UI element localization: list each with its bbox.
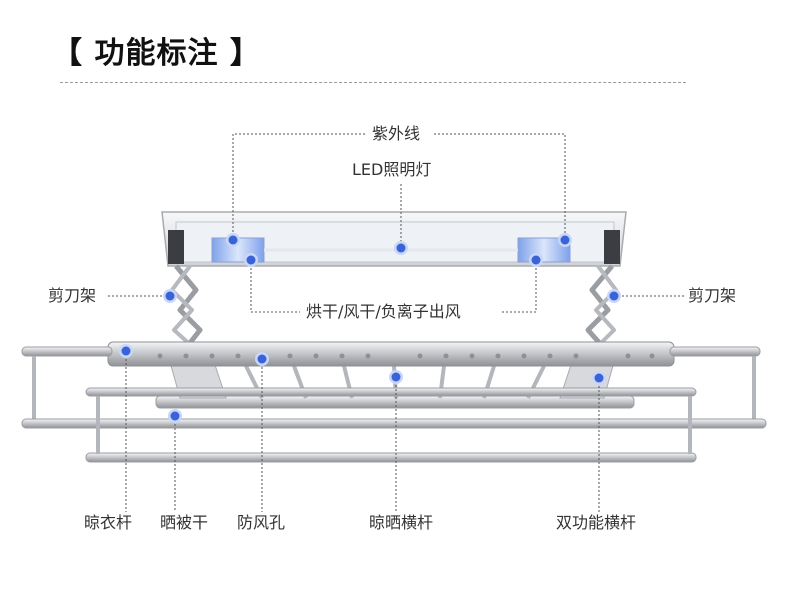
drying-crossbar-frame [155,361,635,409]
marker-quilt-rod [168,409,182,423]
marker-uv-left [226,233,240,247]
marker-uv-right [558,233,572,247]
marker-scissor-left [163,289,177,303]
marker-dual-crossbar [592,371,606,385]
marker-drying-right [529,253,543,267]
side-rods [85,387,697,463]
quilt-rod [21,418,767,429]
title-divider [60,82,686,83]
label-drying: 烘干/风干/负离子出风 [306,302,461,321]
marker-drying-left [244,253,258,267]
marker-vent-holes [255,352,269,366]
label-clothes-rod: 晾衣杆 [84,513,133,532]
dual-function-crossbar [107,341,675,367]
label-quilt-rod: 晒被干 [160,513,209,532]
label-scissor-left: 剪刀架 [48,286,97,305]
label-vent-holes: 防风孔 [237,513,286,532]
marker-led [394,241,408,255]
leader-lines [108,133,684,512]
page-title: 【 功能标注 】 [52,36,261,71]
ceiling-unit [161,211,627,267]
marker-crossbar [389,370,403,384]
label-crossbar: 晾晒横杆 [369,513,434,532]
label-dual-crossbar: 双功能横杆 [556,513,637,532]
annotation-markers [119,233,621,423]
label-uv: 紫外线 [372,124,421,143]
label-scissor-right: 剪刀架 [688,286,737,305]
marker-clothes-rod [119,344,133,358]
label-led: LED照明灯 [352,160,432,179]
clothes-rod-upper [21,346,761,424]
marker-scissor-right [607,289,621,303]
